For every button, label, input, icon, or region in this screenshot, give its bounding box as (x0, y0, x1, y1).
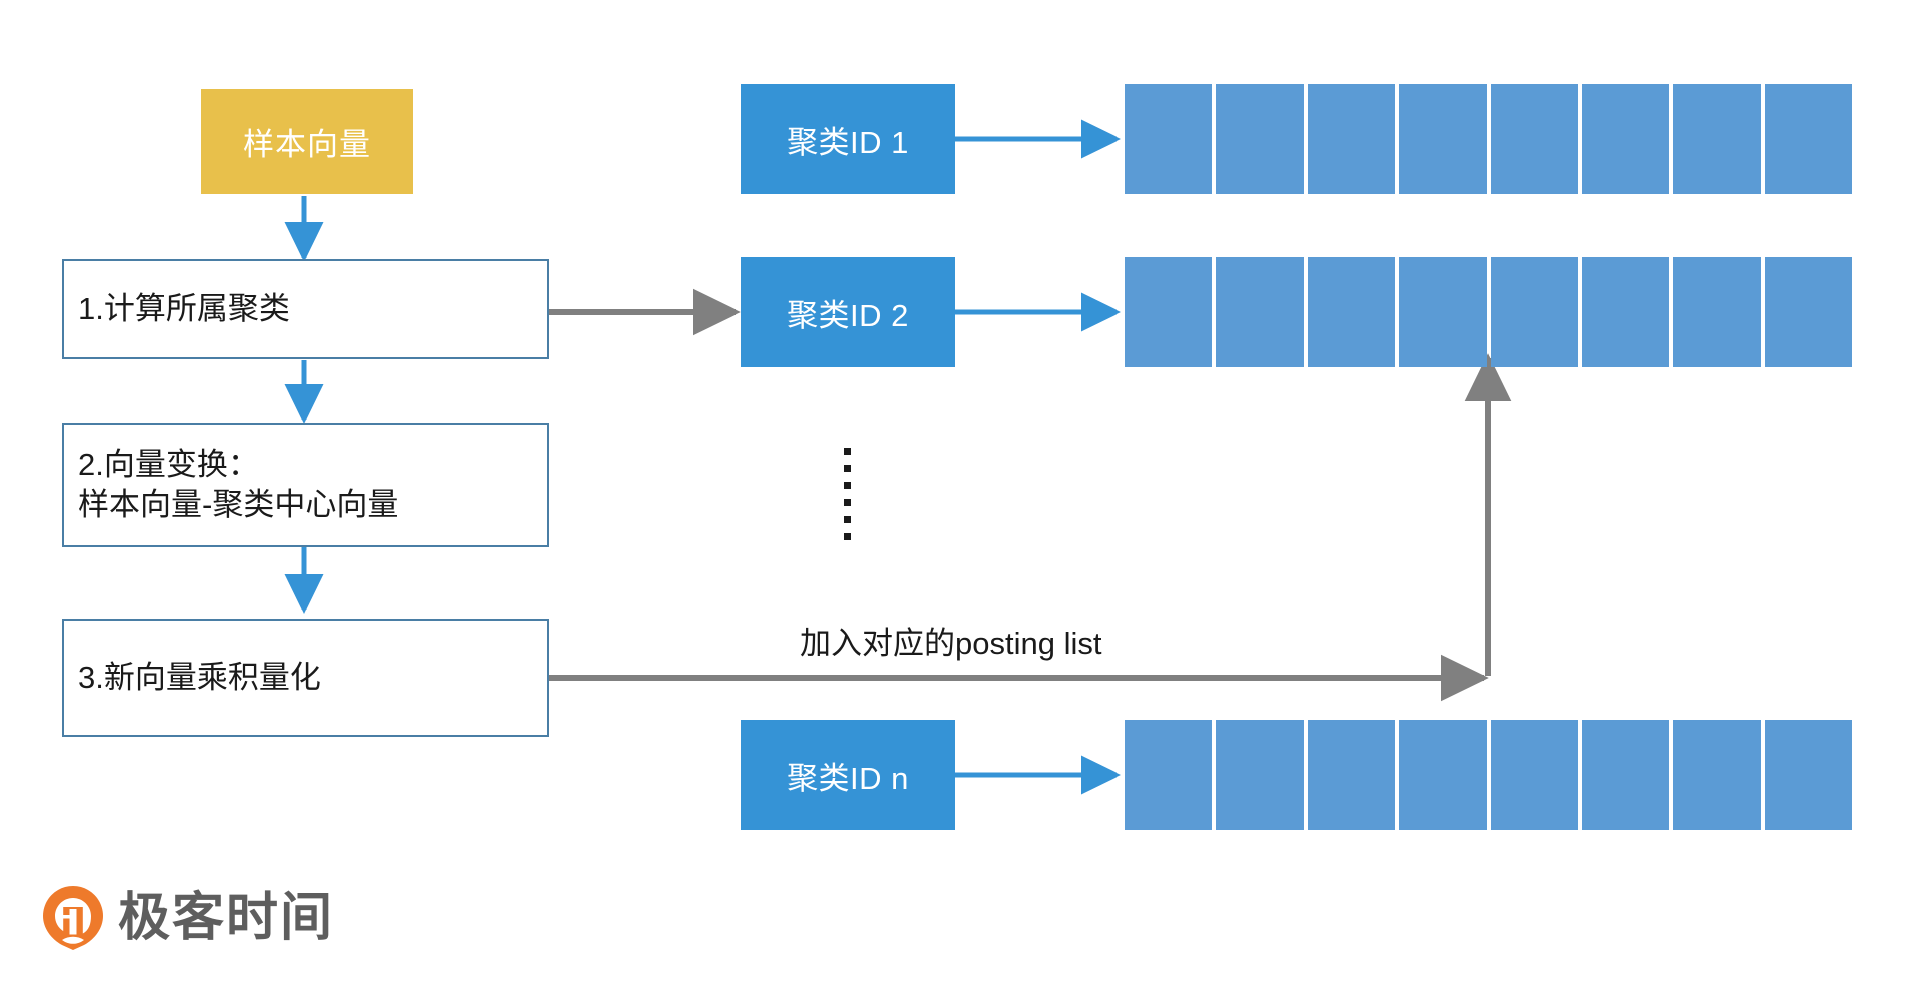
geekbang-mark-icon (42, 885, 104, 951)
posting-cell[interactable] (1673, 720, 1761, 830)
posting-cell[interactable] (1764, 720, 1852, 830)
brand-name: 极客时间 (118, 889, 335, 947)
posting-cell[interactable] (1307, 720, 1396, 830)
posting-cell[interactable] (1581, 720, 1670, 830)
posting-cell[interactable] (1490, 720, 1578, 830)
posting-cell[interactable] (1125, 720, 1213, 830)
posting-cell[interactable] (1307, 257, 1396, 367)
posting-cell[interactable] (1216, 84, 1304, 194)
cluster-id-2-box[interactable]: 聚类ID 2 (741, 257, 955, 367)
brand-logo: 极客时间 (42, 885, 334, 951)
posting-cell[interactable] (1764, 257, 1852, 367)
posting-list-row-1[interactable] (1125, 84, 1852, 194)
posting-list-row-n[interactable] (1125, 720, 1852, 830)
posting-cell[interactable] (1490, 84, 1578, 194)
cluster-id-1-label: 聚类ID 1 (787, 124, 909, 160)
posting-cell[interactable] (1581, 257, 1670, 367)
posting-cell[interactable] (1216, 257, 1304, 367)
posting-cell[interactable] (1673, 84, 1761, 194)
posting-cell[interactable] (1399, 257, 1487, 367)
sample-vector-box[interactable]: 样本向量 (201, 89, 413, 194)
posting-cell[interactable] (1399, 720, 1487, 830)
posting-cell[interactable] (1581, 84, 1670, 194)
step1-box[interactable]: 1.计算所属聚类 (62, 259, 549, 359)
step3-label: 3.新向量乘积量化 (78, 659, 321, 695)
posting-cell[interactable] (1125, 84, 1213, 194)
step2-label: 2.向量变换： 样本向量-聚类中心向量 (78, 446, 399, 522)
posting-cell[interactable] (1125, 257, 1213, 367)
posting-list-row-2[interactable] (1125, 257, 1852, 367)
posting-cell[interactable] (1399, 84, 1487, 194)
posting-cell[interactable] (1216, 720, 1304, 830)
posting-cell[interactable] (1490, 257, 1578, 367)
sample-vector-label: 样本向量 (243, 127, 371, 162)
posting-list-caption: 加入对应的posting list (800, 626, 1102, 661)
cluster-id-n-label: 聚类ID n (787, 760, 909, 796)
step1-label: 1.计算所属聚类 (78, 290, 290, 326)
posting-cell[interactable] (1307, 84, 1396, 194)
step2-box[interactable]: 2.向量变换： 样本向量-聚类中心向量 (62, 423, 549, 547)
posting-cell[interactable] (1673, 257, 1761, 367)
cluster-id-2-label: 聚类ID 2 (787, 297, 909, 333)
cluster-id-1-box[interactable]: 聚类ID 1 (741, 84, 955, 194)
step3-box[interactable]: 3.新向量乘积量化 (62, 619, 549, 737)
cluster-id-n-box[interactable]: 聚类ID n (741, 720, 955, 830)
vertical-ellipsis-icon (844, 448, 851, 540)
posting-cell[interactable] (1764, 84, 1852, 194)
